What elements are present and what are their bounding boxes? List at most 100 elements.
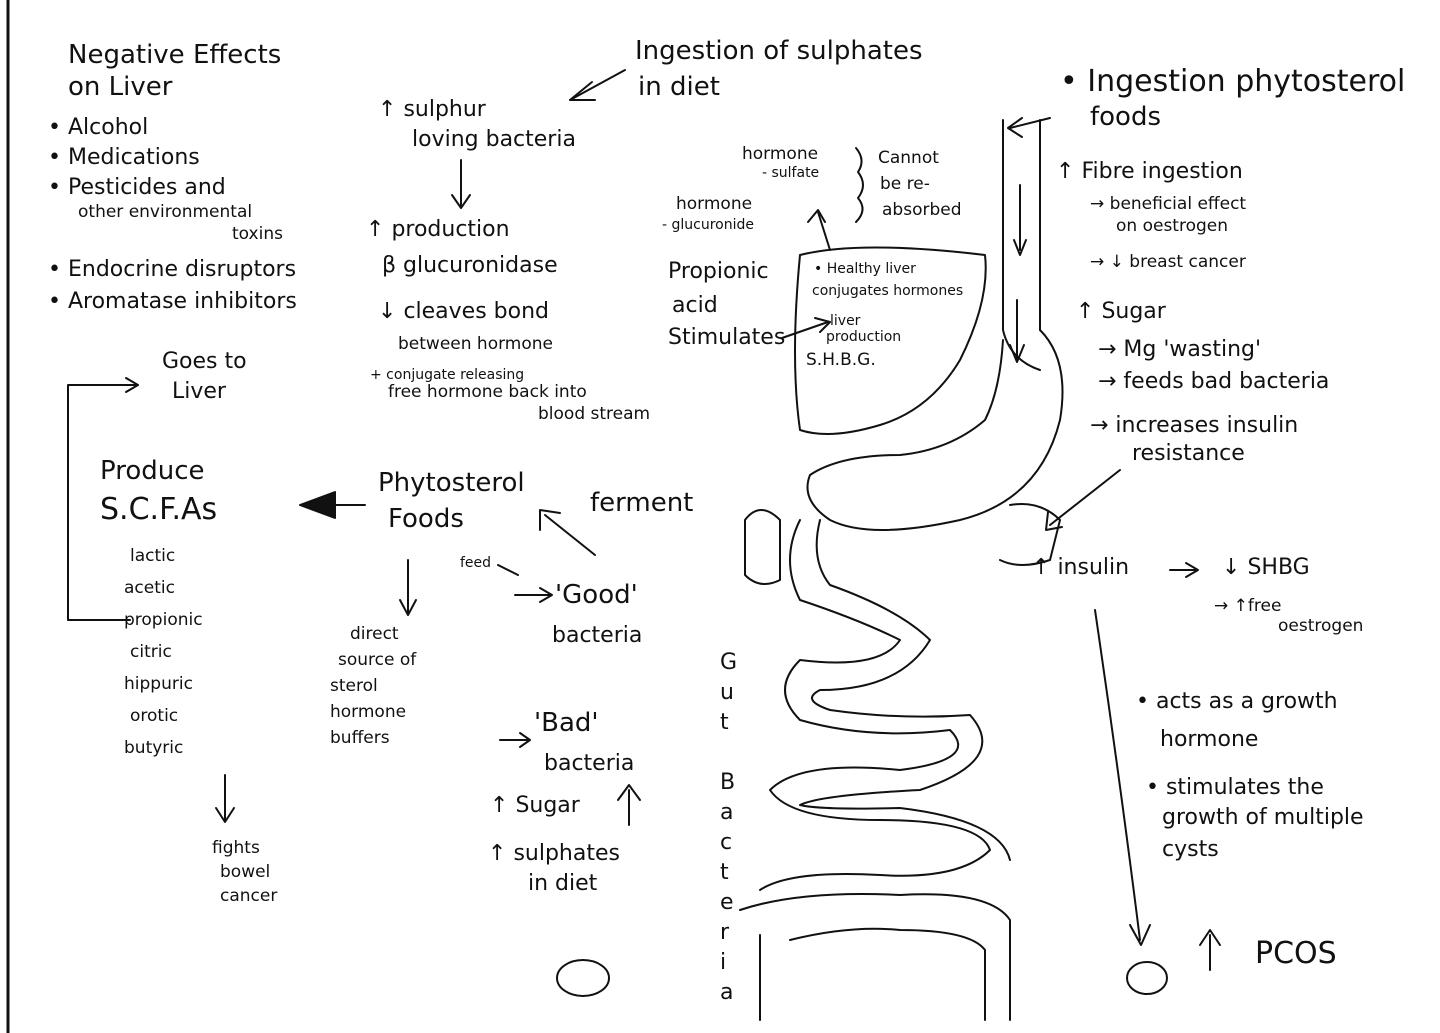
- sulph-up-2: in diet: [528, 872, 597, 895]
- bad-1: 'Bad': [534, 710, 599, 737]
- hormone-gluc-2: - glucuronide: [662, 218, 754, 233]
- sugar-right-label: Sugar: [1101, 299, 1165, 324]
- cannot-2: be re-: [880, 176, 930, 194]
- cleaves-4: free hormone back into: [388, 384, 587, 402]
- neg-item-label: Aromatase inhibitors: [68, 289, 297, 314]
- production-1: ↑ production: [366, 218, 510, 241]
- sulphur-1: ↑ sulphur: [378, 98, 486, 121]
- direct-2: source of: [338, 652, 416, 670]
- acts-2: hormone: [1160, 728, 1258, 751]
- cannot-1: Cannot: [878, 150, 939, 168]
- liver-prod-2: production: [826, 330, 901, 345]
- neg-item-env: other environmental: [78, 204, 252, 222]
- acts-4: growth of multiple: [1162, 806, 1364, 829]
- sulph-up-label: sulphates: [513, 841, 620, 866]
- production-label: production: [391, 217, 509, 242]
- sugar-right-1: ↑ Sugar: [1076, 300, 1166, 323]
- gut-letter: G: [720, 650, 737, 675]
- insulin-up: ↑ insulin: [1032, 556, 1129, 579]
- good-1: 'Good': [555, 582, 638, 609]
- fibre-2: → beneficial effect: [1090, 196, 1246, 214]
- scfa-item: citric: [130, 644, 172, 662]
- goes-to-1: Goes to: [162, 350, 247, 373]
- neg-item-alcohol: • Alcohol: [48, 116, 148, 139]
- acts-3: • stimulates the: [1146, 776, 1324, 799]
- neg-item-endocrine: • Endocrine disruptors: [48, 258, 296, 281]
- propionic-1: Propionic: [668, 260, 769, 283]
- ferment: ferment: [590, 490, 693, 517]
- phyto-foods-2: Foods: [388, 506, 464, 533]
- neg-item-toxins: toxins: [232, 226, 283, 244]
- gut-letter: c: [720, 830, 732, 855]
- gut-letter: i: [720, 950, 726, 975]
- free-oest-1: → ↑free: [1214, 598, 1281, 616]
- brace: [856, 148, 863, 222]
- pcos: PCOS: [1255, 938, 1337, 970]
- direct-3: sterol: [330, 678, 378, 696]
- healthy-liver-2: conjugates hormones: [812, 284, 963, 299]
- gut-letter: a: [720, 980, 733, 1005]
- propionic-2: acid: [672, 294, 718, 317]
- scfa-item: hippuric: [124, 676, 193, 694]
- neg-item-pesticides: • Pesticides and: [48, 176, 226, 199]
- scfa-item: butyric: [124, 740, 183, 758]
- gut-letter: t: [720, 710, 729, 735]
- gut-letter: e: [720, 890, 734, 915]
- neg-item-label: Alcohol: [68, 115, 148, 140]
- neg-item-aromatase: • Aromatase inhibitors: [48, 290, 297, 313]
- neg-title-2: on Liver: [68, 74, 172, 101]
- healthy-liver-1: • Healthy liver: [814, 262, 916, 277]
- ingest-phyto-1: • Ingestion phytosterol: [1060, 66, 1405, 98]
- bacteria-doodle-right: [1127, 962, 1167, 994]
- bacteria-doodle-left: [557, 960, 609, 996]
- gut-letter: B: [720, 770, 735, 795]
- acts-5: cysts: [1162, 838, 1219, 861]
- direct-4: hormone: [330, 704, 406, 722]
- sugar-right-3: → feeds bad bacteria: [1098, 370, 1329, 393]
- gut-letter: r: [720, 920, 729, 945]
- fibre-3: on oestrogen: [1116, 218, 1228, 236]
- bad-2: bacteria: [544, 752, 634, 775]
- sulphur-2: loving bacteria: [412, 128, 576, 151]
- sugar-up-label: Sugar: [515, 793, 579, 818]
- goes-to-2: Liver: [172, 380, 226, 403]
- sulphates-title-2: in diet: [638, 74, 720, 101]
- shbg-label: SHBG: [1247, 555, 1309, 580]
- direct-5: buffers: [330, 730, 390, 748]
- fibre-4: → ↓ breast cancer: [1090, 254, 1246, 272]
- gut-letter: t: [720, 860, 729, 885]
- cannot-3: absorbed: [882, 202, 962, 220]
- production-2: β glucuronidase: [382, 254, 558, 277]
- good-2: bacteria: [552, 624, 642, 647]
- liver-prod-1: liver: [830, 314, 860, 329]
- sugar-right-5: resistance: [1132, 442, 1245, 465]
- sulphur-label: sulphur: [403, 97, 485, 122]
- scfa-title-2: S.C.F.As: [100, 494, 217, 526]
- sugar-up: ↑ Sugar: [490, 794, 580, 817]
- gut-letter: u: [720, 680, 734, 705]
- scfa-title-1: Produce: [100, 458, 205, 485]
- neg-title-1: Negative Effects: [68, 42, 281, 69]
- scfa-item: lactic: [130, 548, 175, 566]
- fights-3: cancer: [220, 888, 277, 906]
- direct-1: direct: [350, 626, 399, 644]
- cleaves-5: blood stream: [538, 406, 650, 424]
- shbg-down: ↓ SHBG: [1222, 556, 1310, 579]
- feed: feed: [460, 556, 491, 571]
- neg-item-label: Medications: [68, 145, 200, 170]
- scfa-item: acetic: [124, 580, 175, 598]
- scfa-item: orotic: [130, 708, 178, 726]
- neg-item-medications: • Medications: [48, 146, 200, 169]
- hormone-sulfate-2: - sulfate: [762, 166, 819, 181]
- hormone-gluc-1: hormone: [676, 196, 752, 214]
- fibre-1: ↑ Fibre ingestion: [1056, 160, 1243, 183]
- digestive-tract-outline: [740, 120, 1063, 1020]
- scfa-item: propionic: [124, 612, 203, 630]
- cleaves-1: ↓ cleaves bond: [378, 300, 549, 323]
- gut-letter: a: [720, 800, 733, 825]
- sugar-right-2: → Mg 'wasting': [1098, 338, 1261, 361]
- acts-1: • acts as a growth: [1136, 690, 1338, 713]
- propionic-3: Stimulates: [668, 326, 785, 349]
- sulphates-title-1: Ingestion of sulphates: [635, 38, 923, 65]
